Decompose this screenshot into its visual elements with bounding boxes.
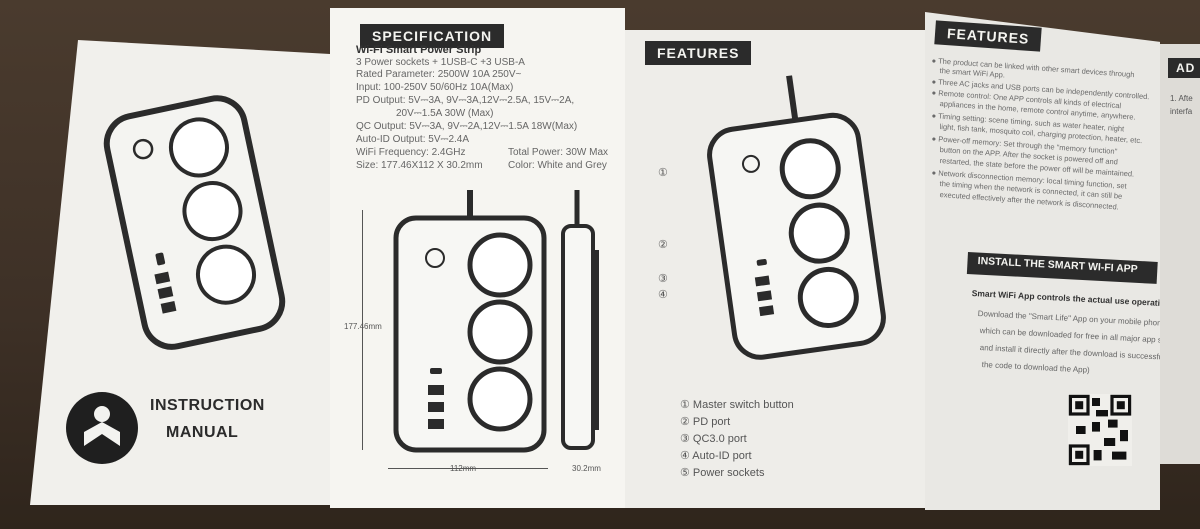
spec-line-2: Rated Parameter: 2500W 10A 250V~ [356,69,522,80]
book-reader-glyph [84,406,120,446]
spec-line-6: QC Output: 5V⎓3A, 9V⎓2A,12V⎓1.5A 18W(Max… [356,121,578,132]
spec-line-3: Input: 100-250V 50/60Hz 10A(Max) [356,82,514,93]
partial-panel [1160,44,1200,464]
callout-2: ② [658,239,668,251]
callout-4: ④ [658,289,668,301]
spec-line-7: Auto-ID Output: 5V⎓2.4A [356,134,470,145]
callout-3: ③ [658,273,668,285]
spec-line-8: WiFi Frequency: 2.4GHz [356,147,466,158]
dimension-height-line [362,210,363,450]
spec-line-1: 3 Power sockets + 1USB-C +3 USB-A [356,57,525,68]
spec-line-4: PD Output: 5V⎓3A, 9V⎓3A,12V⎓2.5A, 15V⎓2A… [356,95,575,106]
color-spec: Color: White and Grey [508,160,607,171]
features-device-illustration [707,75,886,360]
partial-line-2: interfa [1170,107,1193,116]
product-name: Wi-Fi Smart Power Strip [356,44,482,56]
legend-line-4: ④ Auto-ID port [680,450,752,462]
cover-device-illustration [103,95,286,350]
spec-side-view [561,190,599,450]
callout-1: ① [658,167,668,179]
features-header-left: FEATURES [645,41,752,65]
legend-line-3: ③ QC3.0 port [680,433,747,445]
legend-line-1: ① Master switch button [680,399,794,411]
legend-line-5: ⑤ Power sockets [680,467,765,479]
total-power: Total Power: 30W Max [508,147,609,158]
partial-line: 1. Afte [1170,94,1193,103]
dimension-depth: 30.2mm [572,464,601,473]
cover-title-line1: INSTRUCTION [150,397,265,414]
legend-line-2: ② PD port [680,416,731,428]
specification-header: SPECIFICATION [360,24,505,48]
spec-line-5: 20V⎓1.5A 30W (Max) [396,108,494,119]
spec-line-9: Size: 177.46X112 X 30.2mm [356,160,483,171]
spec-front-view [393,190,547,453]
dimension-width-line [388,468,548,469]
partial-header: AD [1168,58,1200,78]
qr-code [1068,394,1132,466]
cover-title-line2: MANUAL [166,424,239,441]
